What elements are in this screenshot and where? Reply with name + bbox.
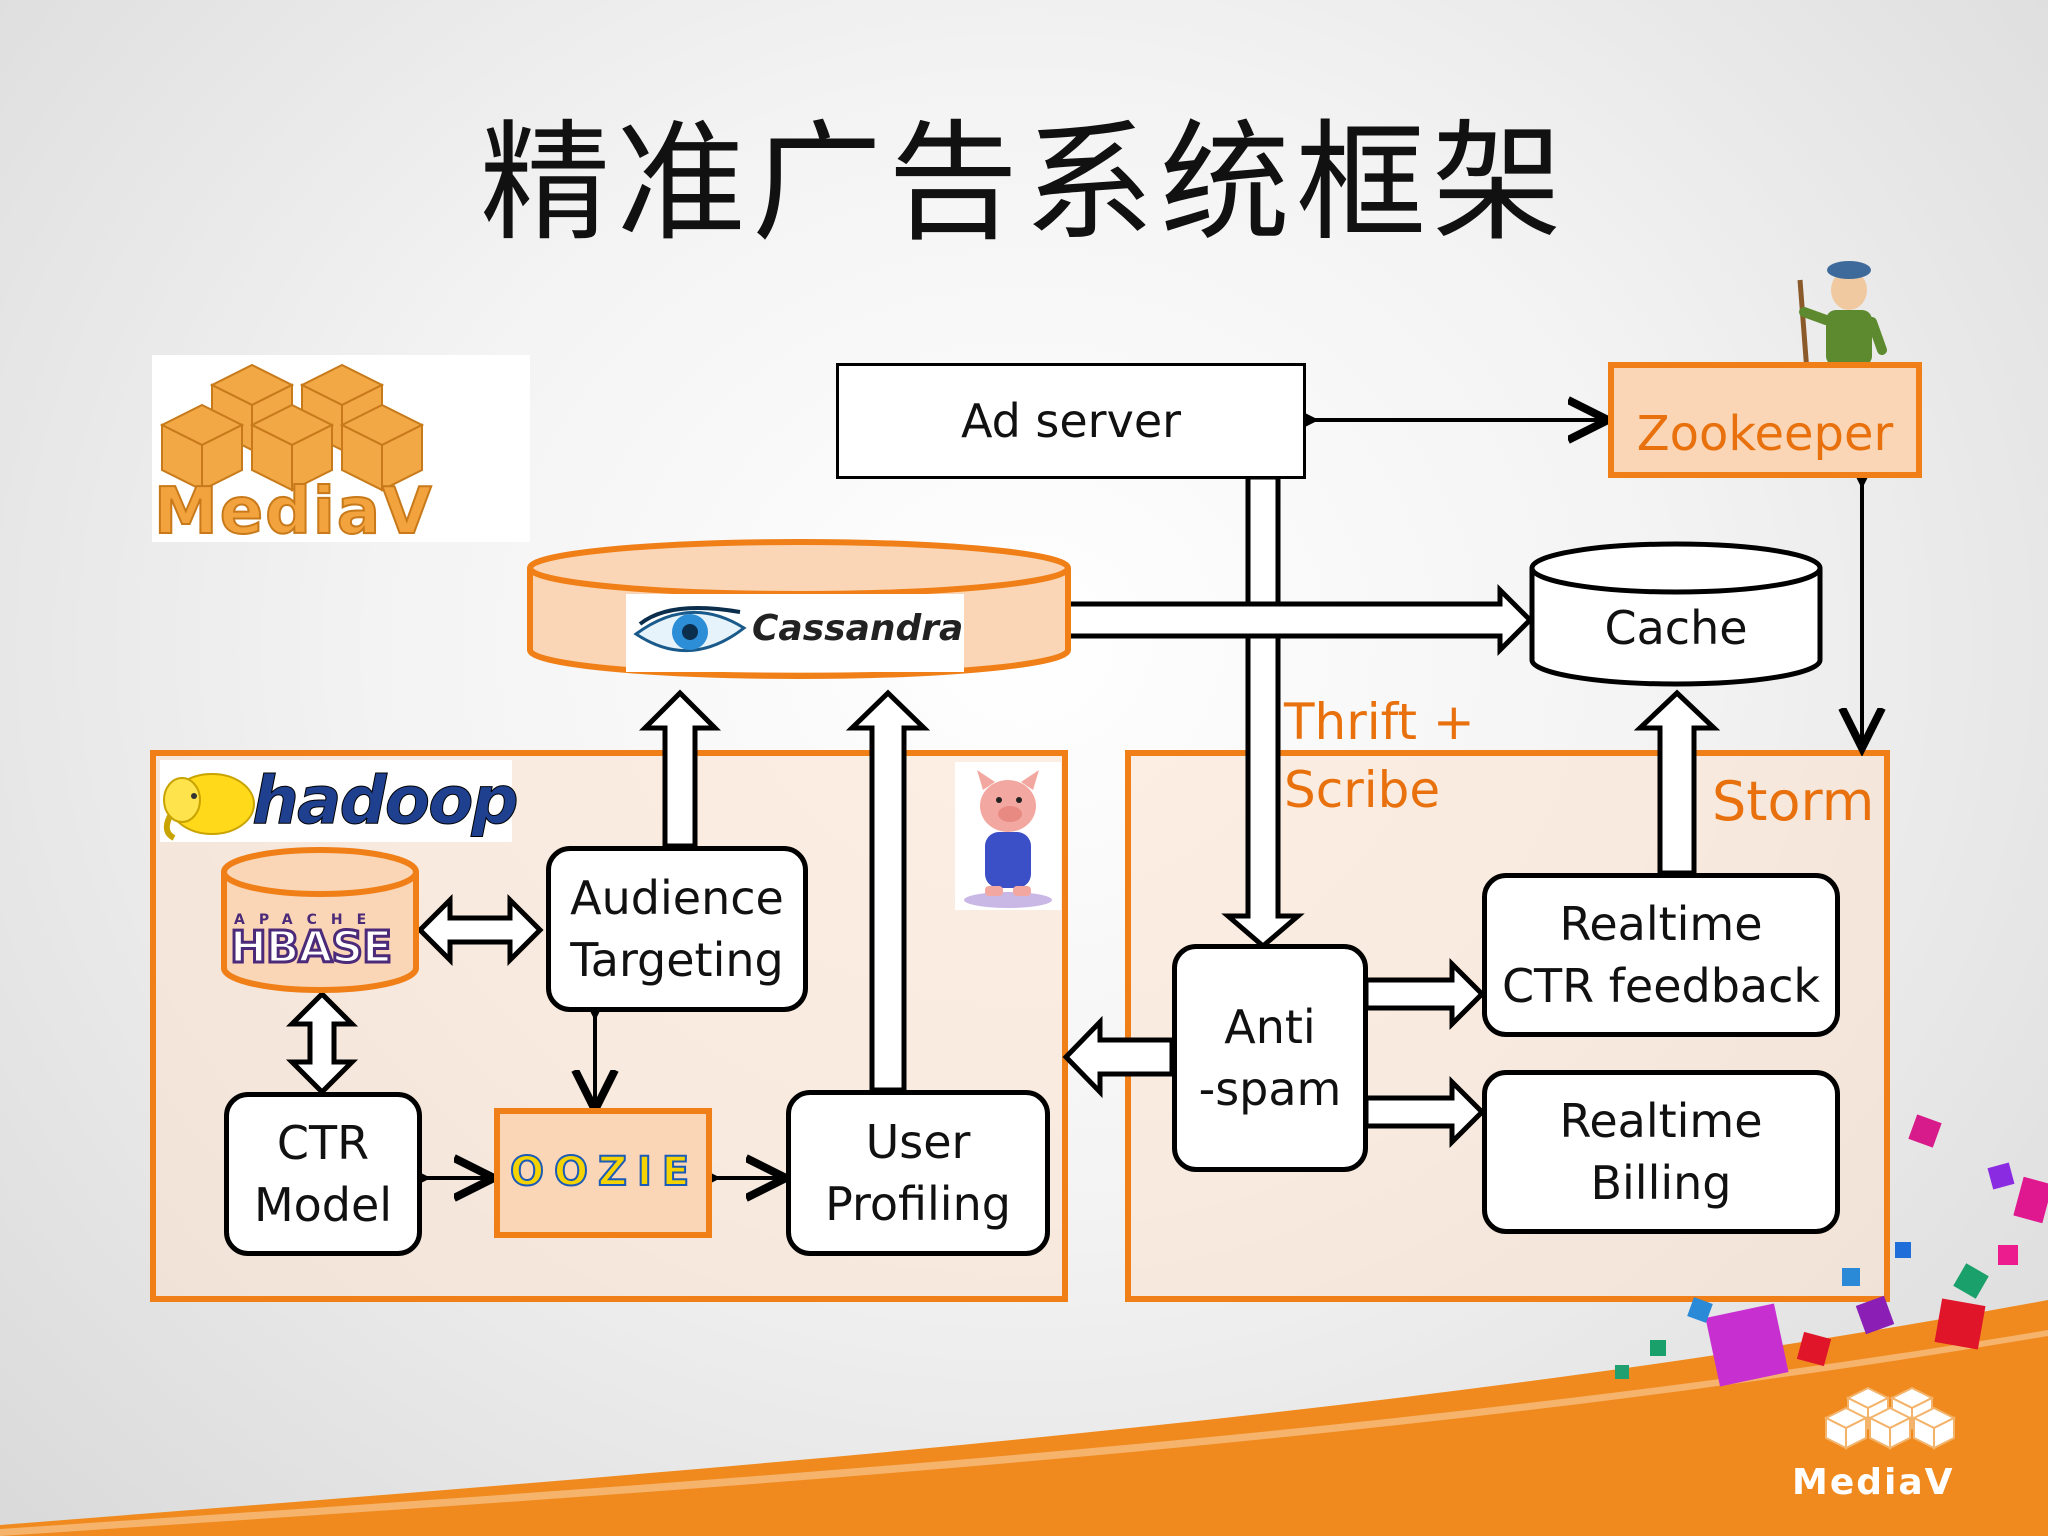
cache-label: Cache [1604,601,1748,655]
antispam-billing-hollow-arrow [1363,1075,1486,1149]
thrift-scribe-label: Thrift + Scribe [1284,693,1475,819]
cassandra-wordmark: Cassandra [752,608,964,649]
antispam-ctrfeedback-hollow-arrow [1363,957,1486,1031]
mediav-logo-bottom: MediaV [1788,1384,1988,1504]
audience-targeting-box: Audience Targeting [546,846,808,1012]
hbase-logo: APACHE HBASE [228,912,414,972]
mediav-wordmark-top: MediaV [153,474,434,550]
realtime-billing-box: Realtime Billing [1482,1070,1840,1234]
bottom-wave [0,1300,2048,1536]
realtime-ctr-feedback-box: Realtime CTR feedback [1482,873,1840,1037]
antispam-hadoop-hollow-arrow [1062,1015,1175,1099]
oozie-wordmark: OOZIE [509,1148,700,1196]
mediav-wordmark-bottom: MediaV [1792,1462,1955,1503]
ctr-model-box: CTR Model [224,1092,422,1256]
hadoop-wordmark: hadoop [252,762,520,840]
storm-label: Storm [1712,770,1875,833]
ad-server-box: Ad server [836,363,1306,479]
oozie-box: OOZIE [494,1108,712,1238]
anti-spam-box: Anti -spam [1172,944,1368,1172]
hbase-audience-hollow-arrow [416,893,544,967]
page-title: 精准广告系统框架 [479,107,1568,259]
zookeeper-box: Zookeeper [1608,362,1922,478]
pig-logo [955,762,1061,910]
hbase-small-wordmark: APACHE [234,912,381,928]
hbase-wordmark: HBASE [228,922,393,973]
hadoop-logo: hadoop [160,760,519,842]
cassandra-logo: Cassandra [626,594,964,672]
adserver-antispam-hollow-arrow [1221,474,1305,950]
profiling-cassandra-hollow-arrow [845,689,931,1093]
mediav-logo-top: MediaV [152,355,530,550]
cassandra-cache-hollow-arrow [1062,583,1534,657]
user-profiling-box: User Profiling [786,1090,1050,1256]
cube-decoration [1615,1114,2048,1387]
audience-cassandra-hollow-arrow [638,689,722,849]
ctrfeedback-cache-hollow-arrow [1633,689,1721,876]
